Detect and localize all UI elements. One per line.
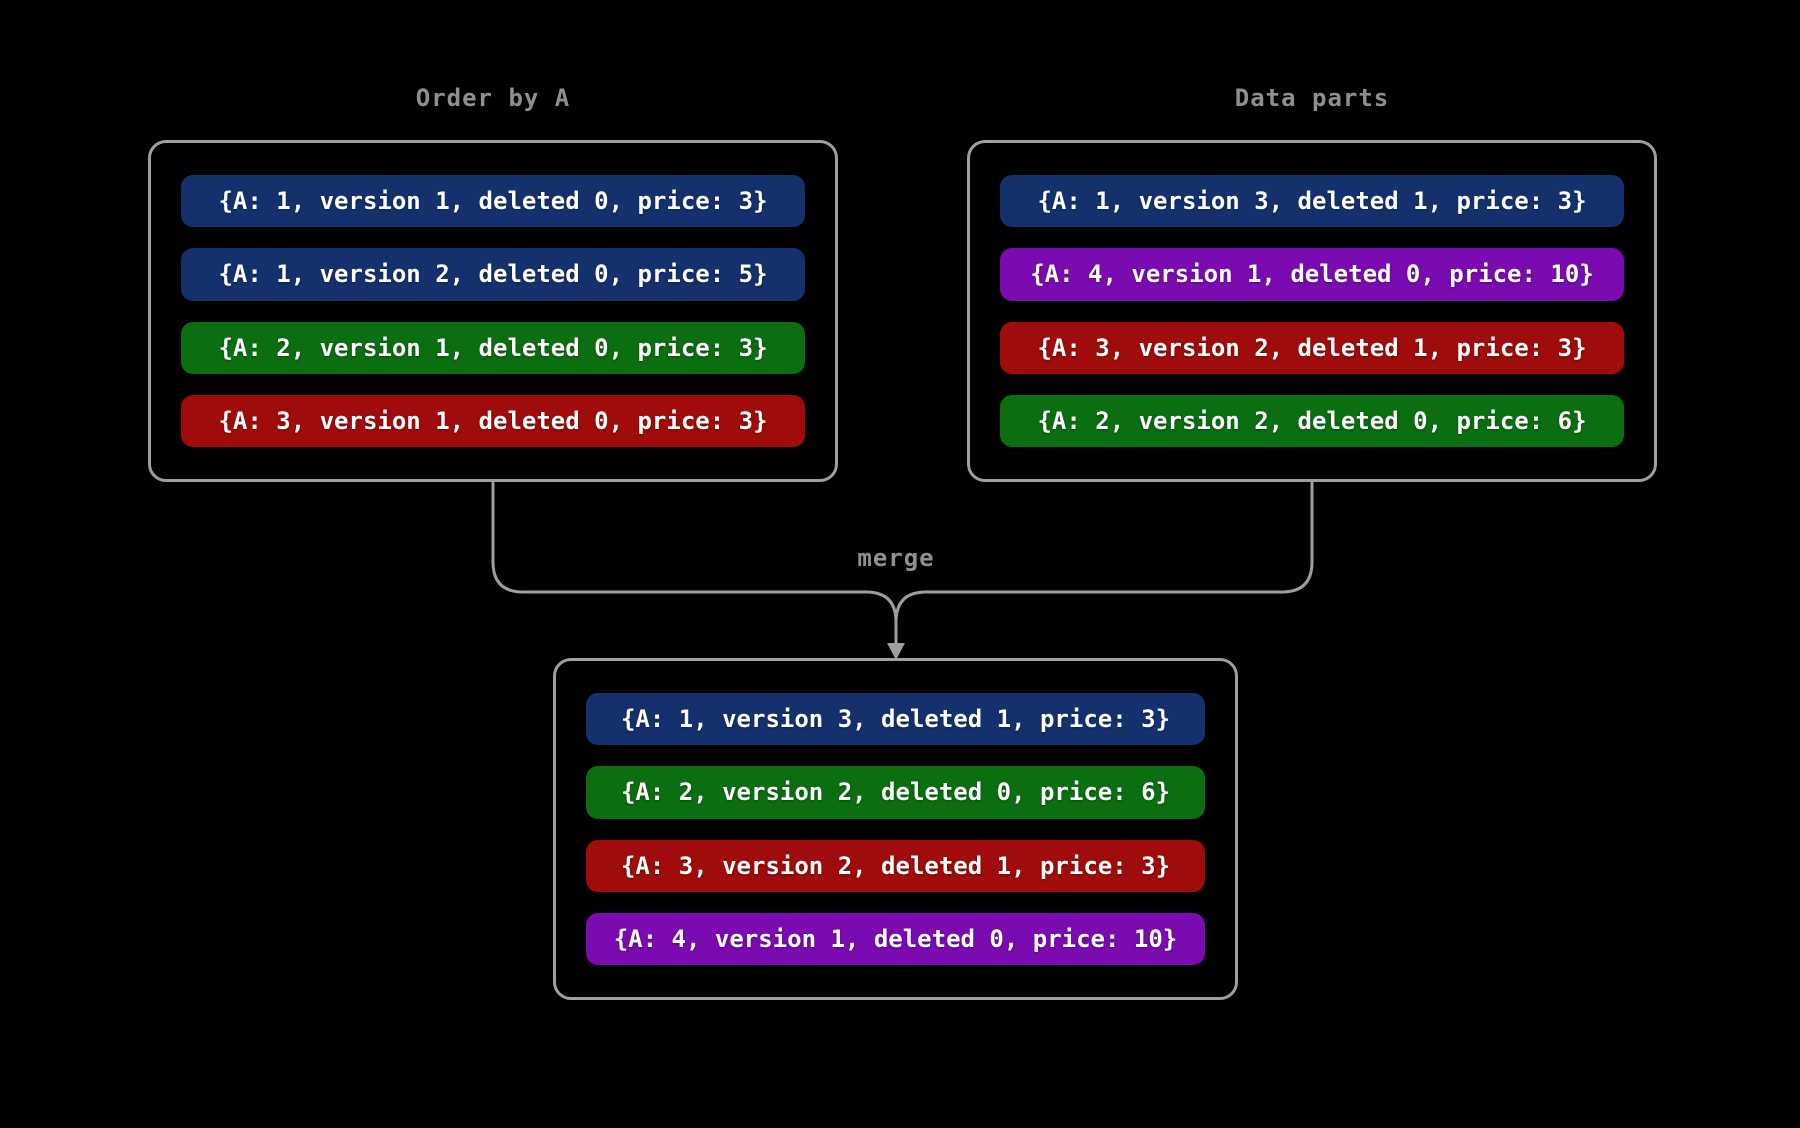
data-row: {A: 3, version 2, deleted 1, price: 3} <box>586 839 1205 892</box>
data-row: {A: 2, version 2, deleted 0, price: 6} <box>1000 394 1624 447</box>
data-parts-panel: {A: 1, version 3, deleted 1, price: 3} {… <box>967 140 1657 482</box>
data-parts-title: Data parts <box>1234 84 1390 112</box>
data-row: {A: 2, version 2, deleted 0, price: 6} <box>586 766 1205 819</box>
data-row: {A: 4, version 1, deleted 0, price: 10} <box>1000 248 1624 301</box>
data-row: {A: 4, version 1, deleted 0, price: 10} <box>586 912 1205 965</box>
data-row: {A: 1, version 3, deleted 1, price: 3} <box>586 693 1205 746</box>
merge-label: merge <box>857 544 935 572</box>
data-row: {A: 1, version 3, deleted 1, price: 3} <box>1000 175 1624 228</box>
merged-result-panel: {A: 1, version 3, deleted 1, price: 3} {… <box>553 658 1238 1000</box>
data-row: {A: 1, version 1, deleted 0, price: 3} <box>181 175 805 228</box>
order-by-a-title: Order by A <box>415 84 571 112</box>
data-row: {A: 3, version 1, deleted 0, price: 3} <box>181 394 805 447</box>
order-by-a-panel: {A: 1, version 1, deleted 0, price: 3} {… <box>148 140 838 482</box>
data-row: {A: 1, version 2, deleted 0, price: 5} <box>181 248 805 301</box>
data-row: {A: 2, version 1, deleted 0, price: 3} <box>181 321 805 374</box>
data-row: {A: 3, version 2, deleted 1, price: 3} <box>1000 321 1624 374</box>
